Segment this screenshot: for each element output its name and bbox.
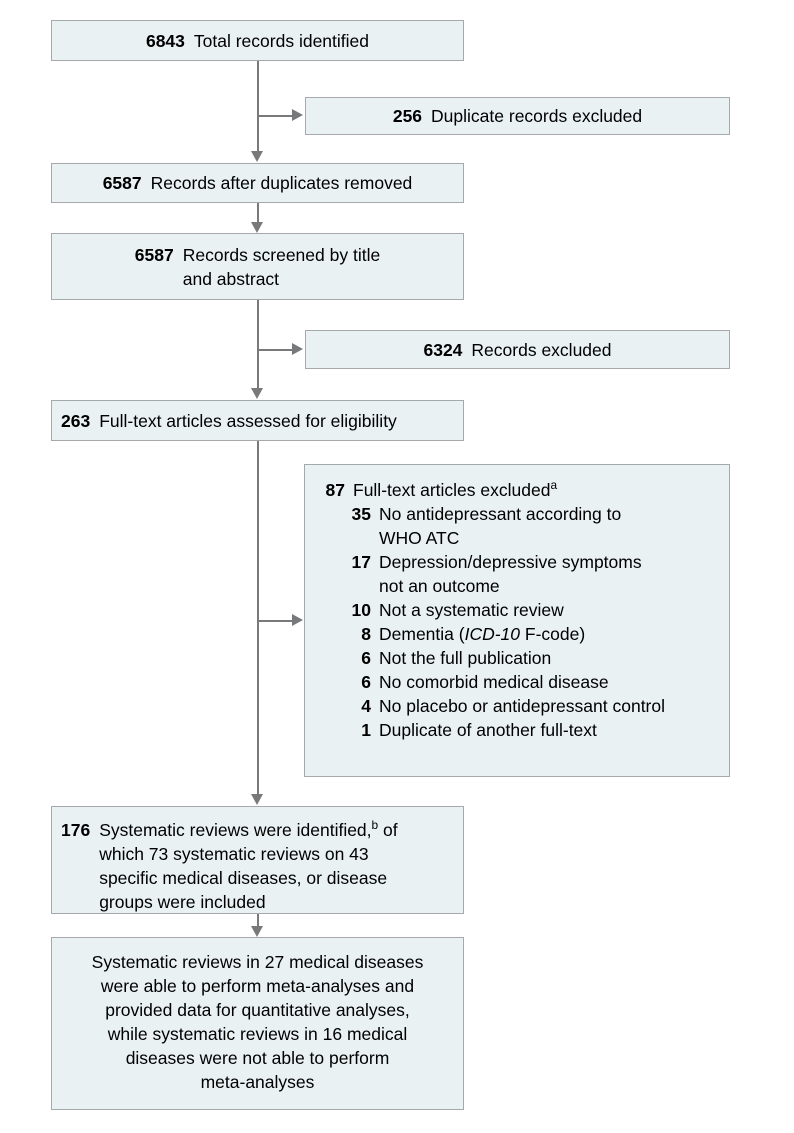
node-duplicates-excluded: 256 Duplicate records excluded <box>305 97 730 135</box>
fulltext-excluded-label-text: Full-text articles excluded <box>353 480 551 500</box>
node-records-excluded: 6324 Records excluded <box>305 330 730 369</box>
exclusion-reason-5: 6 Not the full publication <box>315 646 719 670</box>
exclusion-reason-4-label: Dementia (ICD-10 F-code) <box>379 622 585 646</box>
node-after-duplicates-label: Records after duplicates removed <box>150 173 413 193</box>
node-after-duplicates-content: 6587 Records after duplicates removed <box>103 171 413 195</box>
exclusion-reason-2-line2: not an outcome <box>379 576 500 596</box>
arrow-down-2 <box>251 222 263 233</box>
exclusion-reason-8-label: Duplicate of another full-text <box>379 720 597 740</box>
node-records-screened-label-line1: Records screened by title <box>182 244 381 265</box>
node-included-reviews-line2: which 73 systematic reviews on 43 <box>99 844 369 864</box>
exclusion-reason-4-pre: Dementia ( <box>379 624 465 644</box>
node-included-reviews-line1-pre: Systematic reviews were identified, <box>99 820 372 840</box>
exclusion-reason-3: 10 Not a systematic review <box>315 598 719 622</box>
exclusion-reason-2-line1: Depression/depressive symptoms <box>379 552 642 572</box>
node-fulltext-excluded: 87 Full-text articles excludeda 35 No an… <box>304 464 730 777</box>
arrow-right-fulltext-excluded <box>292 614 303 626</box>
node-records-screened-label: Records screened by title and abstract <box>183 243 380 291</box>
node-fulltext-assessed: 263 Full-text articles assessed for elig… <box>51 400 464 441</box>
exclusion-reason-2: 17 Depression/depressive symptoms not an… <box>315 550 719 598</box>
node-total-records-content: 6843 Total records identified <box>146 29 369 53</box>
footnote-marker-b: b <box>371 818 379 833</box>
exclusion-reason-3-count: 10 <box>351 600 371 620</box>
arrow-right-duplicates <box>292 109 303 121</box>
node-final-outcome-line3: provided data for quantitative analyses, <box>105 1000 410 1020</box>
exclusion-reason-3-label: Not a systematic review <box>379 600 564 620</box>
exclusion-reason-1-label: No antidepressant according to WHO ATC <box>379 502 621 550</box>
exclusion-reason-8: 1 Duplicate of another full-text <box>315 718 719 742</box>
node-final-outcome: Systematic reviews in 27 medical disease… <box>51 937 464 1110</box>
arrow-right-excluded <box>292 343 303 355</box>
connector-trunk-4 <box>257 441 259 795</box>
exclusion-reason-4: 8 Dementia (ICD-10 F-code) <box>315 622 719 646</box>
connector-trunk-5 <box>257 914 259 928</box>
exclusion-reason-1-line2: WHO ATC <box>379 528 460 548</box>
exclusion-reason-7-label: No placebo or antidepressant control <box>379 696 666 716</box>
exclusion-reason-4-italic: ICD-10 <box>464 624 521 644</box>
node-records-screened: 6587 Records screened by title and abstr… <box>51 233 464 300</box>
exclusion-reason-2-count: 17 <box>351 552 371 572</box>
node-after-duplicates-count: 6587 <box>102 173 142 193</box>
exclusion-reason-8-count: 1 <box>361 720 371 740</box>
arrow-down-1 <box>251 151 263 162</box>
node-final-outcome-line5: diseases were not able to perform <box>125 1048 390 1068</box>
node-records-screened-content: 6587 Records screened by title and abstr… <box>135 243 380 291</box>
node-included-reviews-line1-post: of <box>378 820 398 840</box>
connector-trunk-1 <box>257 60 259 152</box>
exclusion-reason-1-line1: No antidepressant according to <box>379 504 622 524</box>
node-records-screened-count: 6587 <box>134 244 174 265</box>
node-final-outcome-line6: meta-analyses <box>200 1072 315 1092</box>
node-final-outcome-line1: Systematic reviews in 27 medical disease… <box>91 952 424 972</box>
node-records-excluded-content: 6324 Records excluded <box>423 338 611 362</box>
arrow-down-3 <box>251 388 263 399</box>
fulltext-excluded-header: 87 Full-text articles excludeda <box>315 478 719 502</box>
fulltext-excluded-list: 87 Full-text articles excludeda 35 No an… <box>315 478 719 742</box>
node-records-screened-label-line2: and abstract <box>182 268 280 289</box>
node-included-reviews-count: 176 <box>61 820 91 840</box>
node-records-excluded-label: Records excluded <box>471 339 612 360</box>
exclusion-reason-4-count: 8 <box>361 624 371 644</box>
fulltext-excluded-count: 87 <box>325 480 345 500</box>
exclusion-reason-5-count: 6 <box>361 648 371 668</box>
exclusion-reason-2-label: Depression/depressive symptoms not an ou… <box>379 550 642 598</box>
exclusion-reason-1: 35 No antidepressant according to WHO AT… <box>315 502 719 550</box>
arrow-down-5 <box>251 926 263 937</box>
arrow-down-4 <box>251 794 263 805</box>
node-duplicates-excluded-label: Duplicate records excluded <box>431 106 643 126</box>
exclusion-reason-6: 6 No comorbid medical disease <box>315 670 719 694</box>
node-final-outcome-line4: while systematic reviews in 16 medical <box>107 1024 408 1044</box>
node-after-duplicates: 6587 Records after duplicates removed <box>51 163 464 203</box>
connector-branch-duplicates <box>257 115 293 117</box>
exclusion-reason-6-label: No comorbid medical disease <box>379 672 609 692</box>
exclusion-reason-7-count: 4 <box>361 696 371 716</box>
node-fulltext-assessed-count: 263 <box>61 410 91 431</box>
node-total-records: 6843 Total records identified <box>51 20 464 61</box>
node-included-reviews-content: 176 Systematic reviews were identified,b… <box>61 818 453 914</box>
node-included-reviews-line4: groups were included <box>99 892 266 912</box>
node-included-reviews-line3: specific medical diseases, or disease <box>99 868 388 888</box>
fulltext-excluded-label: Full-text articles excludeda <box>353 478 557 502</box>
node-fulltext-assessed-content: 263 Full-text articles assessed for elig… <box>61 409 463 433</box>
exclusion-reason-4-post: F-code) <box>520 624 586 644</box>
exclusion-reason-7: 4 No placebo or antidepressant control <box>315 694 719 718</box>
node-fulltext-assessed-label: Full-text articles assessed for eligibil… <box>99 410 397 431</box>
node-total-records-label: Total records identified <box>193 30 370 51</box>
connector-branch-excluded <box>257 349 293 351</box>
connector-branch-fulltext-excluded <box>257 620 293 622</box>
node-total-records-count: 6843 <box>145 30 185 51</box>
exclusion-reason-1-count: 35 <box>351 504 371 524</box>
node-duplicates-excluded-content: 256 Duplicate records excluded <box>393 104 642 128</box>
connector-trunk-2 <box>257 203 259 223</box>
node-duplicates-excluded-count: 256 <box>392 106 423 126</box>
connector-trunk-3 <box>257 300 259 389</box>
footnote-marker-a: a <box>550 478 558 493</box>
node-final-outcome-line2: were able to perform meta-analyses and <box>100 976 415 996</box>
node-records-excluded-count: 6324 <box>423 339 463 360</box>
node-final-outcome-content: Systematic reviews in 27 medical disease… <box>60 950 455 1094</box>
exclusion-reason-6-count: 6 <box>361 672 371 692</box>
node-included-reviews: 176 Systematic reviews were identified,b… <box>51 806 464 914</box>
exclusion-reason-5-label: Not the full publication <box>379 648 552 668</box>
